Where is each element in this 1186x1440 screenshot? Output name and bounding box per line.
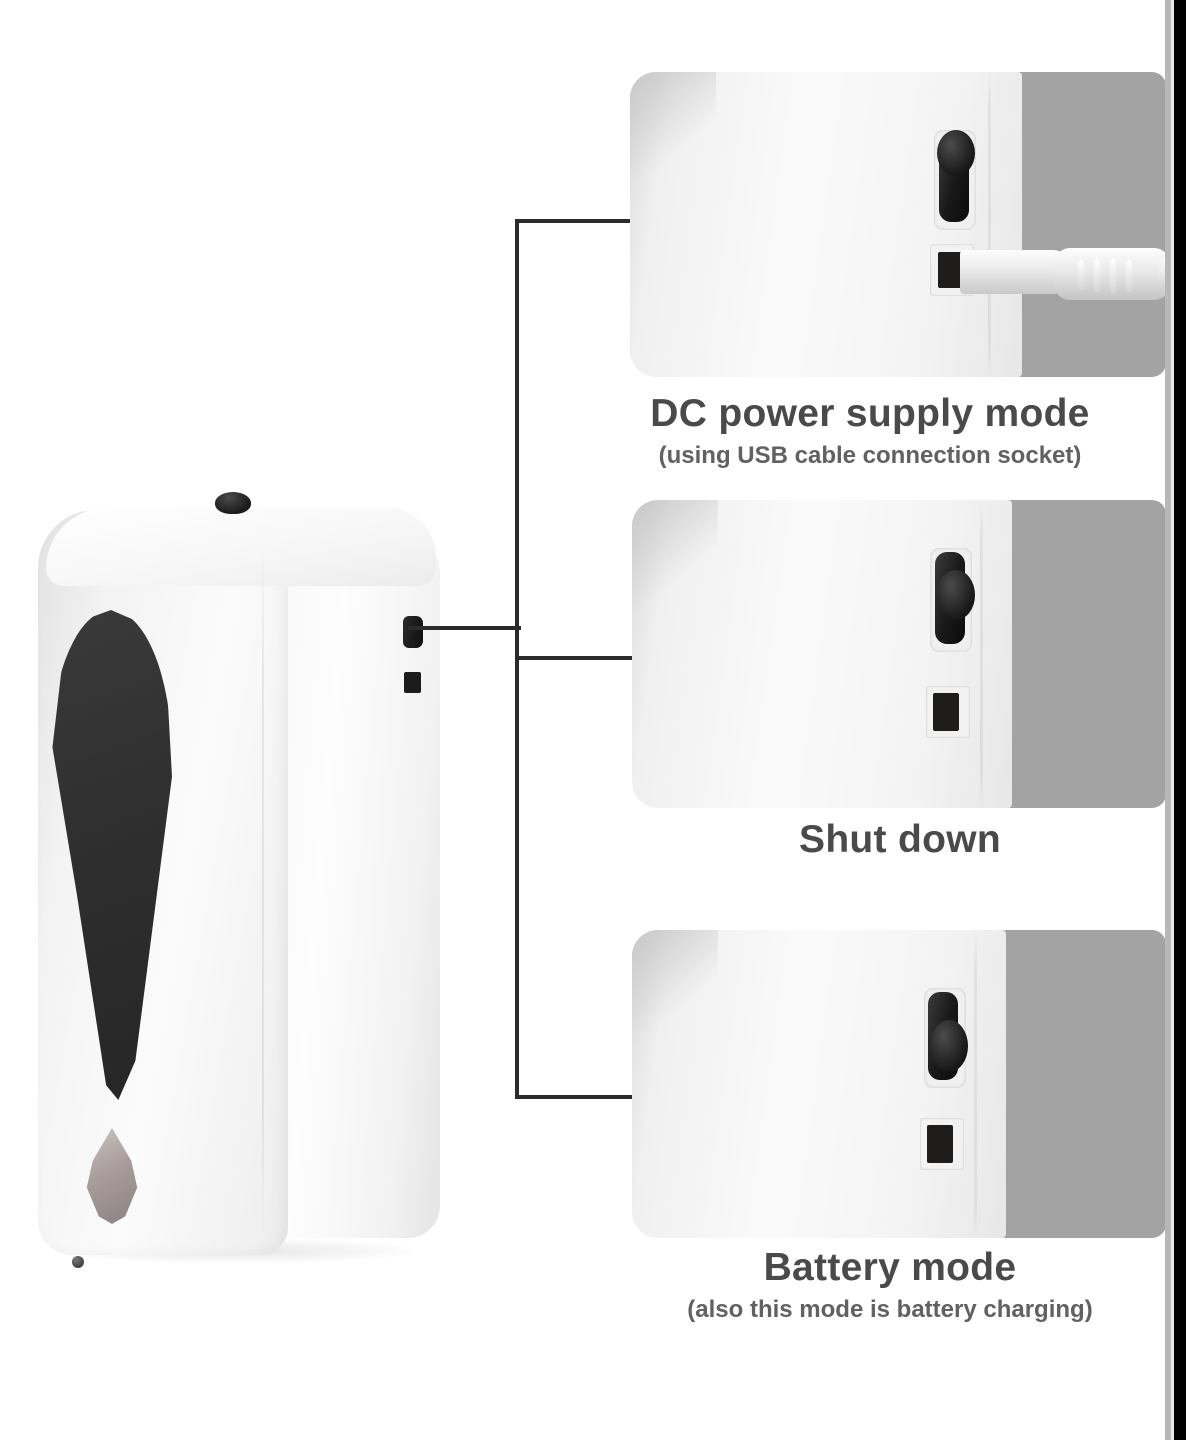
usb-port-hole bbox=[933, 693, 959, 731]
panel-body-seam bbox=[974, 930, 977, 1238]
mode-panel-battery bbox=[632, 930, 1166, 1238]
panel-backdrop bbox=[990, 930, 1166, 1238]
top-knob-icon bbox=[215, 492, 251, 514]
power-switch-knob[interactable] bbox=[937, 570, 975, 620]
cable-rib bbox=[1094, 259, 1100, 292]
cable-rib bbox=[1110, 259, 1116, 293]
usb-cable-wire bbox=[1158, 258, 1166, 290]
cable-rib bbox=[1126, 260, 1132, 292]
panel-corner-highlight bbox=[630, 72, 716, 192]
panel-corner-highlight bbox=[632, 500, 718, 620]
right-edge-highlight bbox=[1171, 0, 1174, 1440]
power-switch[interactable] bbox=[403, 616, 423, 648]
cable-rib bbox=[1078, 260, 1084, 290]
mode-title-battery: Battery mode bbox=[763, 1246, 1017, 1289]
caption-dc-power: DC power supply mode (using USB cable co… bbox=[560, 392, 1180, 470]
dispenser-top-cap bbox=[46, 508, 436, 586]
usb-port[interactable] bbox=[404, 672, 421, 693]
mode-panel-dc-power bbox=[630, 72, 1166, 377]
status-led-icon bbox=[72, 1256, 84, 1268]
caption-shut-down: Shut down bbox=[620, 818, 1180, 862]
caption-battery: Battery mode (also this mode is battery … bbox=[590, 1246, 1186, 1324]
power-switch-knob[interactable] bbox=[930, 1020, 968, 1072]
mode-subtitle-dc-power: (using USB cable connection socket) bbox=[658, 442, 1082, 469]
dispenser-illustration bbox=[30, 480, 450, 1270]
right-edge-gray-strip bbox=[1165, 0, 1174, 1440]
panel-backdrop bbox=[996, 500, 1166, 808]
panel-backdrop bbox=[1008, 72, 1166, 377]
mode-subtitle-battery: (also this mode is battery charging) bbox=[687, 1296, 1093, 1323]
dispenser-body-seam bbox=[262, 546, 264, 1236]
mode-title-shut-down: Shut down bbox=[799, 818, 1001, 861]
usb-port-hole bbox=[938, 252, 964, 288]
mode-title-dc-power: DC power supply mode bbox=[650, 392, 1090, 435]
right-edge-border bbox=[1174, 0, 1186, 1440]
panel-body-seam bbox=[980, 500, 983, 808]
mode-panel-shut-down bbox=[632, 500, 1166, 808]
panel-corner-highlight bbox=[632, 930, 718, 1050]
usb-cable-plug bbox=[960, 250, 1066, 294]
power-switch-knob[interactable] bbox=[937, 130, 975, 176]
usb-port-hole bbox=[927, 1125, 953, 1163]
panel-body-seam bbox=[988, 72, 991, 377]
dispenser-side-face bbox=[258, 538, 440, 1238]
